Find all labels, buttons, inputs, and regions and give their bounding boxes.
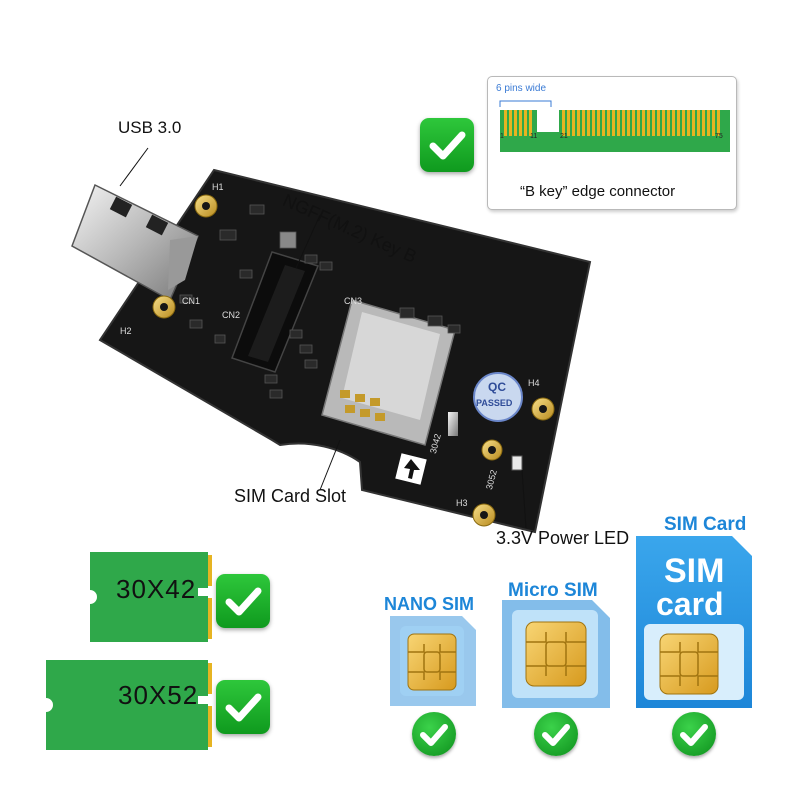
power-led [511,455,523,471]
check-icon [429,131,466,160]
edge-connector-check-badge [420,118,474,172]
m2-connector [231,251,320,373]
silk-cn3: CN3 [344,296,363,306]
m2-2252-check-badge [216,680,270,734]
sim-card-label: SIM Card [664,514,747,535]
qc-badge-line1: QC [488,380,506,394]
sim-chip-icon [659,633,719,695]
usb-label: USB 3.0 [118,118,182,137]
qc-passed-sticker [473,372,523,422]
adapter-board-photo [71,147,592,534]
arrow-up-icon [395,453,427,485]
check-icon [420,724,448,746]
check-icon [542,724,570,746]
edge-connector-caption: “B key” edge connector [520,183,676,200]
m2-size-label-2252: 30X52 [118,680,199,710]
pins-wide-label: 6 pins wide [496,83,547,94]
check-icon [680,724,708,746]
qc-badge-line2: PASSED [476,398,513,408]
nano-sim-check [412,712,456,756]
silk-cn1: CN1 [182,296,201,306]
sim-slot-label: SIM Card Slot [234,486,347,506]
m2-card-2242 [90,552,212,642]
m2-2242-check-badge [216,574,270,628]
check-icon [225,587,262,616]
sim-card-check [672,712,716,756]
sim-chip-icon [525,621,587,687]
silk-h4: H4 [528,378,540,388]
sim-card-big-text-line1: SIM [664,552,725,590]
nano-sim-card [390,616,476,706]
silk-h3: H3 [456,498,468,508]
pin-number-11: 11 [530,133,538,140]
micro-sim-check [534,712,578,756]
sim-card-big-text-line2: card [656,586,724,622]
edge-connector-diagram [499,100,730,152]
pin-number-1: 1 [500,133,504,140]
micro-sim-label: Micro SIM [508,580,598,601]
silk-h1: H1 [212,182,224,192]
nano-sim-label: NANO SIM [384,594,474,614]
sim-card-slot [321,299,456,446]
edge-connector-panel: 6 pins wide 1 11 21 75 “B key” edge conn… [487,76,737,210]
pin-number-75: 75 [715,133,723,140]
silk-h2: H2 [120,326,132,336]
sim-chip-icon [407,633,457,691]
m2-card-2252 [46,660,212,750]
pin-number-21: 21 [560,133,568,140]
standard-sim-card [636,536,752,708]
power-led-label: 3.3V Power LED [496,528,630,548]
check-icon [225,693,262,722]
usb-plug-icon [71,183,199,302]
micro-sim-card [502,600,610,708]
m2-size-label-2242: 30X42 [116,574,197,604]
silk-cn2: CN2 [222,310,241,320]
